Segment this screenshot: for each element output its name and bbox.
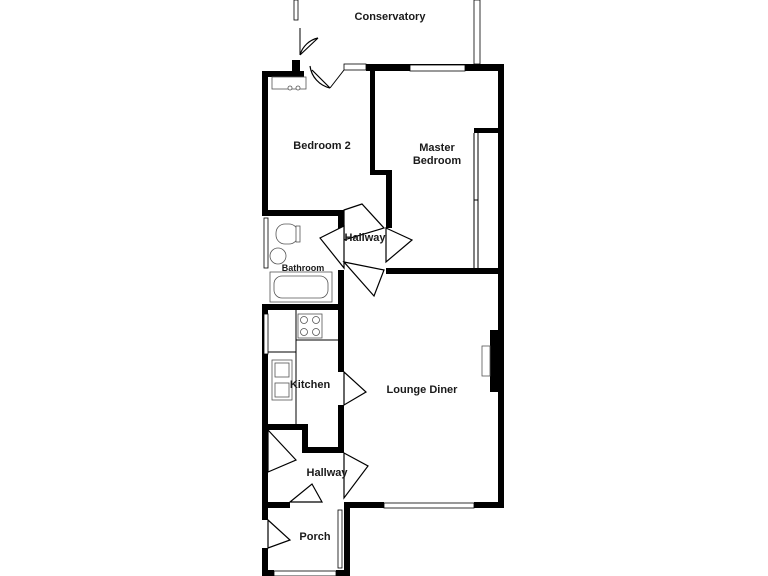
label-kitchen: Kitchen — [290, 379, 331, 391]
label-master-line1: Master — [419, 142, 455, 154]
label-porch: Porch — [299, 531, 330, 543]
label-conservatory: Conservatory — [355, 11, 427, 23]
label-bedroom-2: Bedroom 2 — [293, 140, 350, 152]
label-lounge-diner: Lounge Diner — [387, 384, 459, 396]
sink-icon — [269, 247, 287, 265]
toilet-icon — [275, 223, 299, 245]
kitchen-fixtures — [268, 310, 338, 424]
wardrobe — [473, 133, 479, 268]
bedroom2-fixtures — [271, 76, 307, 91]
bathroom-fixtures — [269, 223, 333, 303]
label-hallway-lower: Hallway — [307, 467, 349, 479]
label-master-line2: Bedroom — [413, 155, 462, 167]
windows — [263, 63, 475, 576]
conservatory-frame — [293, 0, 481, 65]
label-bathroom: Bathroom — [282, 263, 325, 273]
fireplace — [481, 345, 491, 377]
doors — [267, 37, 414, 549]
label-hallway-upper: Hallway — [345, 232, 387, 244]
